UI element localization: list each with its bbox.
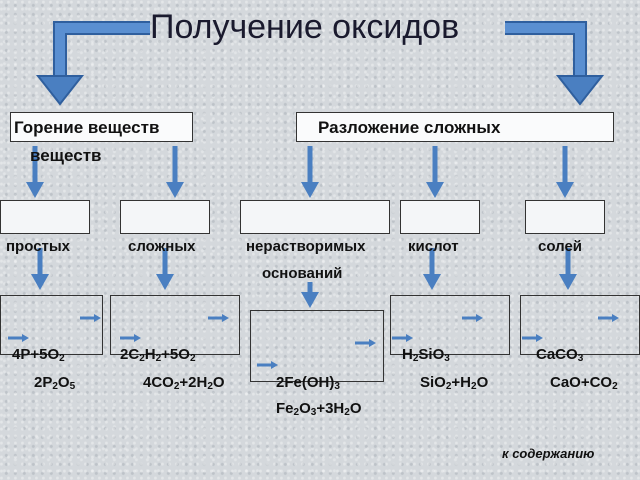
table-of-contents-link[interactable]: к содержанию (502, 446, 595, 461)
label-complex: сложных (128, 238, 196, 255)
equation-box-acids (390, 295, 510, 355)
label-bases-line1: нерастворимых (246, 238, 366, 255)
equation-box-complex (110, 295, 240, 355)
header-combustion-line2: веществ (30, 146, 102, 165)
header-box-combustion (10, 112, 193, 142)
category-box-complex (120, 200, 210, 234)
label-salts: солей (538, 238, 583, 255)
equation-salts-products: CaO+CO2 (550, 374, 618, 392)
header-decomposition: Разложение сложных (318, 118, 501, 137)
category-box-simple (0, 200, 90, 234)
label-simple: простых (6, 238, 71, 255)
equation-box-bases (250, 310, 384, 382)
equation-salts-reactants: CaCO3 (536, 346, 584, 364)
big-arrow-left (35, 21, 150, 106)
header-combustion-line1: Горение веществ (14, 118, 160, 137)
big-arrow-right (505, 21, 605, 106)
equation-box-simple (0, 295, 103, 355)
equation-complex-reactants: 2C2H2+5O2 (120, 346, 196, 364)
equation-bases-reactants: 2Fe(OH)3 (276, 374, 340, 392)
page-title: Получение оксидов (150, 8, 460, 46)
label-bases-line2: оснований (262, 265, 343, 282)
equation-acids-reactants: H2SiO3 (402, 346, 450, 364)
equation-simple-products: 2P2O5 (34, 374, 76, 392)
header-box-decomposition (296, 112, 614, 142)
category-box-bases (240, 200, 390, 234)
equation-bases-products: Fe2O3+3H2O (276, 400, 362, 418)
category-box-salts (525, 200, 605, 234)
category-box-acids (400, 200, 480, 234)
equation-complex-products: 4CO2+2H2O (143, 374, 225, 392)
equation-simple-reactants: 4P+5O2 (12, 346, 65, 364)
label-acids: кислот (408, 238, 459, 255)
equation-acids-products: SiO2+H2O (420, 374, 489, 392)
